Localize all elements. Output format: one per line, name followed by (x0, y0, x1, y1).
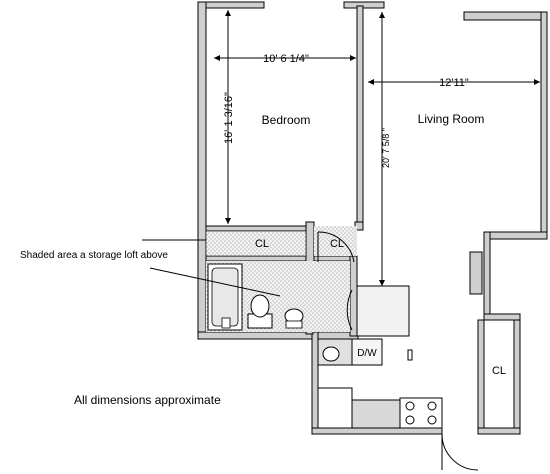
dishwasher (351, 338, 383, 366)
stove (399, 397, 443, 429)
bathtub-basin (211, 267, 239, 327)
wall-segment (311, 331, 319, 435)
wall-segment (540, 11, 548, 239)
walls (197, 1, 548, 435)
wall-segment (197, 331, 359, 340)
wall-segment (197, 1, 207, 339)
refrigerator (351, 399, 401, 429)
wall-segment (311, 427, 443, 435)
closet-3-label: CL (492, 365, 506, 377)
labels: 10' 6 1/4" 16' 1 3/16" 12'11" 20' 7 5/8 … (20, 53, 506, 407)
wall-segment (305, 221, 315, 263)
counter (317, 387, 353, 429)
bedroom-width-label: 10' 6 1/4" (263, 53, 309, 65)
living-length-label: 20' 7 5/8 " (381, 128, 391, 168)
wall-segment (356, 5, 364, 229)
wall-segment (205, 255, 357, 262)
closet-1-label: CL (255, 238, 269, 250)
wall-segment (477, 319, 485, 435)
living-width-label: 12'11" (439, 77, 469, 89)
closet-1-shade (205, 230, 307, 257)
window (469, 251, 483, 295)
wall-segment (197, 1, 265, 9)
wall-segment (205, 225, 307, 232)
utility-closet (356, 285, 410, 337)
wall-segment (513, 313, 521, 435)
wall-segment (349, 255, 358, 337)
leader-line (149, 267, 281, 297)
burner (405, 401, 415, 411)
entry-door-swing (441, 433, 479, 471)
burner (427, 415, 437, 425)
wall-segment (483, 231, 491, 321)
wall-segment (343, 1, 385, 9)
dishwasher-label: D/W (357, 348, 377, 359)
wall-segment (483, 231, 548, 240)
wall-segment (477, 427, 521, 435)
closet-2-label: CL (330, 238, 344, 250)
kitchen-fixtures (317, 338, 443, 429)
kitchen-sink (322, 346, 340, 362)
doors (317, 231, 479, 471)
burner (427, 401, 437, 411)
bedroom-label: Bedroom (262, 113, 311, 127)
bedroom-length-label: 16' 1 3/16" (223, 92, 235, 144)
wall-segment (483, 313, 521, 321)
bath-door-swing (346, 289, 353, 331)
living-room-label: Living Room (418, 112, 485, 126)
closet-door-swing (317, 231, 355, 263)
wall-segment (463, 11, 547, 21)
bathroom-fixtures (207, 263, 304, 331)
sink-counter (285, 320, 303, 329)
outlet (407, 349, 413, 361)
dimension-lines (142, 10, 540, 297)
approx-note: All dimensions approximate (74, 393, 221, 407)
bathtub-drain (221, 317, 231, 329)
toilet-bowl (250, 294, 270, 318)
burner (405, 415, 415, 425)
loft-note: Shaded area a storage loft above (20, 250, 168, 261)
